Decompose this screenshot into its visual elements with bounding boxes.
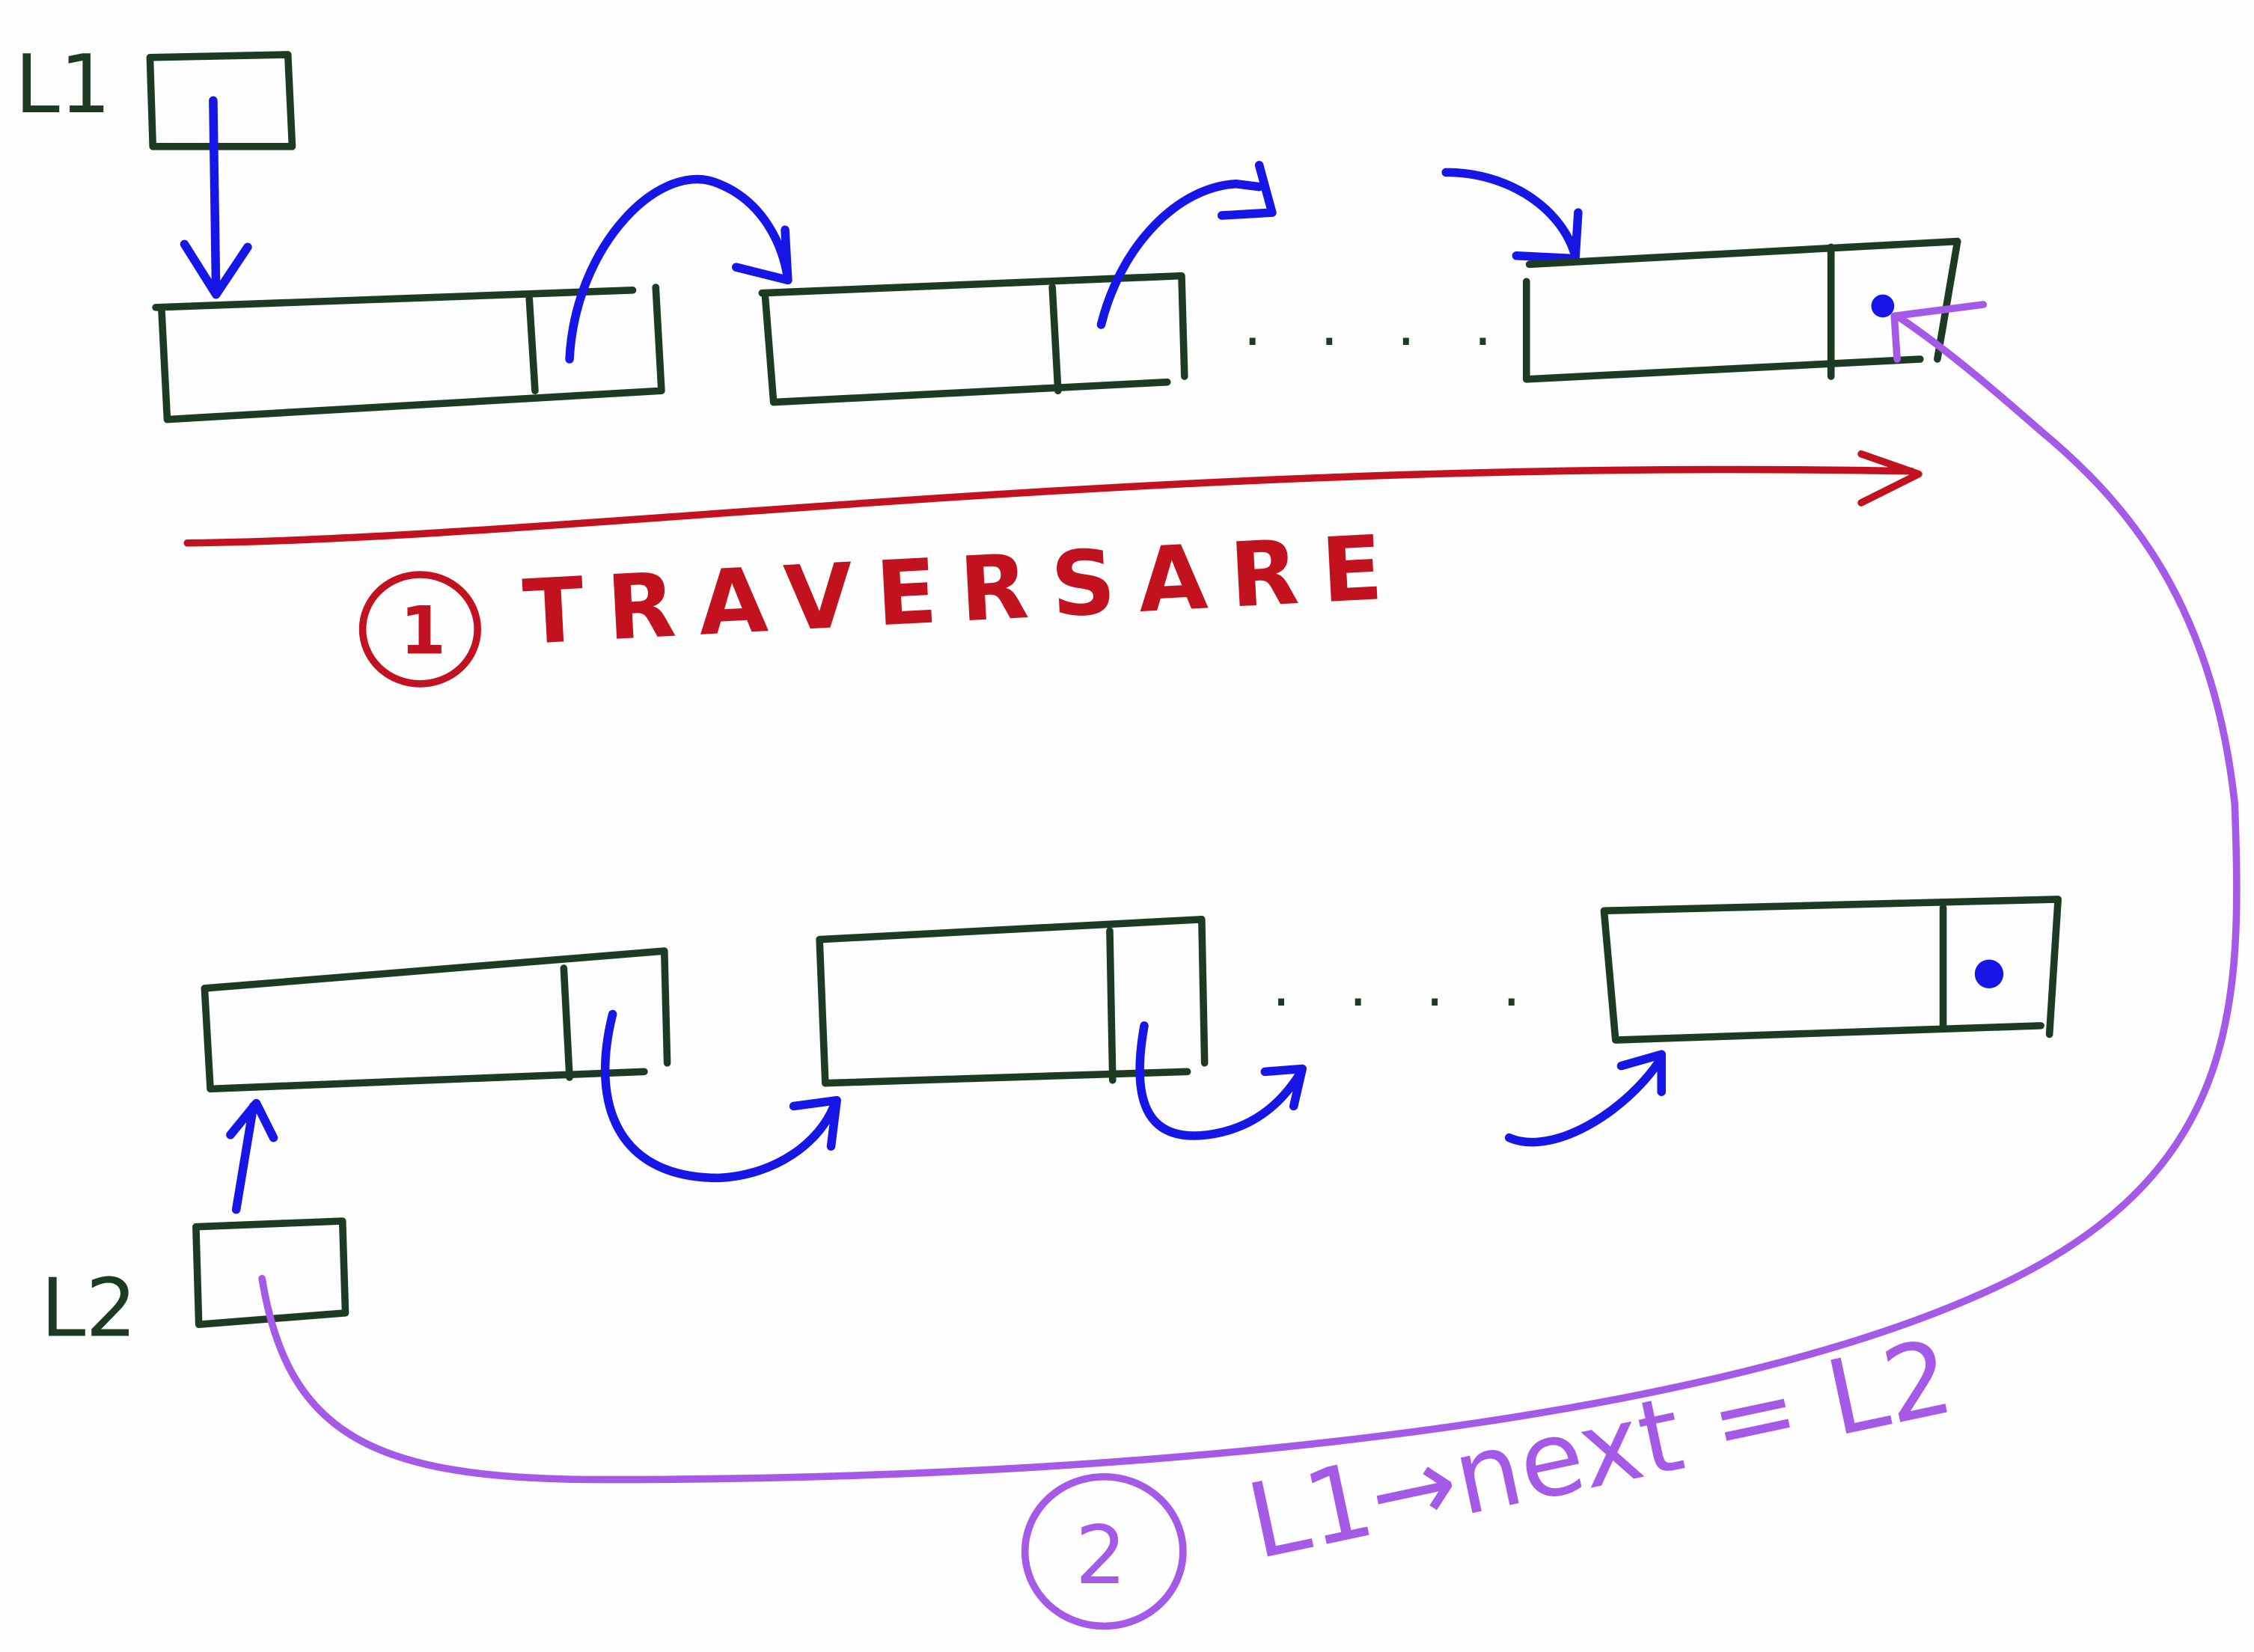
l2-next-arrow-2 [1135,1021,1307,1140]
l1-node-1 [152,284,665,423]
step2-number: 2 [1075,1509,1126,1603]
l2-ellipsis: . . . . [1272,953,1541,1020]
l1-last-node [1522,237,1961,383]
l1-next-arrow-1 [565,175,792,364]
l1-last-next-dot [1871,294,1895,318]
l2-head-arrow [226,1098,278,1214]
l2-node-2 [816,916,1209,1087]
step2-label: L1→next = L2 [1238,1316,1962,1582]
l1-ellipsis: . . . . [1244,293,1512,359]
l2-last-node [1600,896,2062,1044]
l1-head-arrow [180,96,252,299]
step1-number: 1 [400,593,445,670]
l1-node-2 [758,272,1188,406]
l2-next-arrow-1 [600,1009,841,1183]
step1-label: TRAVERSARE [521,516,1408,666]
l2-next-arrow-3 [1504,1050,1666,1147]
l2-head-pointer-box [192,1217,349,1329]
l1-head-pointer-box [146,51,296,150]
traversal-arrow [183,450,1922,547]
l2-label: L2 [40,1262,136,1356]
l2-last-null-dot [1974,959,2004,988]
step1-circle [358,571,481,688]
l1-next-arrow-3 [1441,168,1583,263]
l2-node-1 [201,947,671,1093]
link-arrow-l1-to-l2 [258,301,2241,1484]
l1-label: L1 [15,38,111,132]
l1-next-arrow-2 [1096,161,1277,329]
step2-circle [1021,1472,1187,1630]
